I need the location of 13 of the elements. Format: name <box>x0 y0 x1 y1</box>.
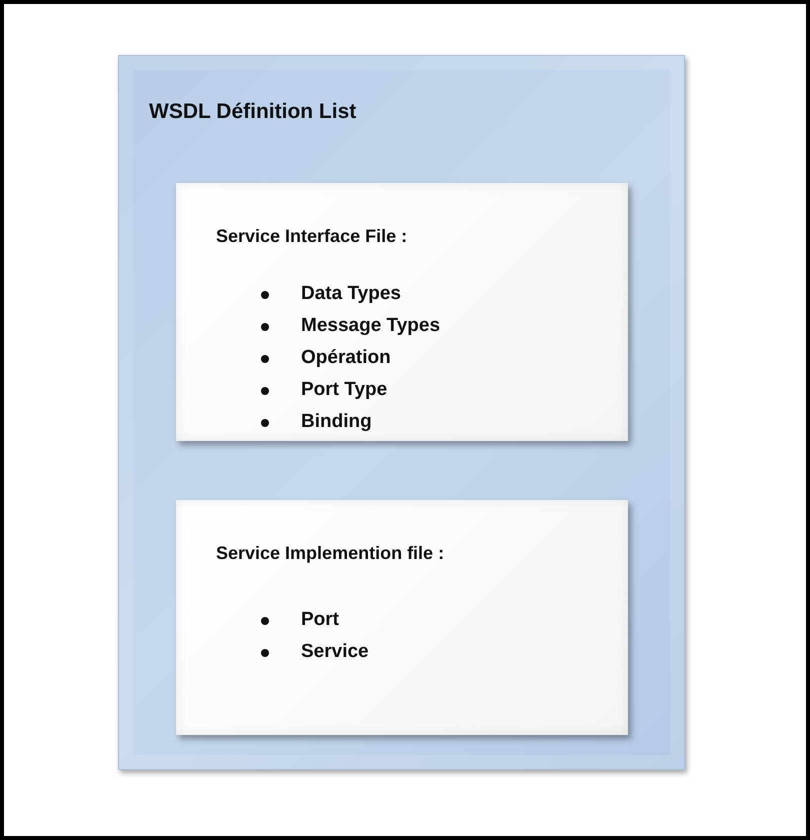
list-item: Service <box>301 641 369 663</box>
card-heading: Service Interface File : <box>216 226 408 247</box>
list-item: Data Types <box>301 283 401 305</box>
panel-background <box>118 55 685 770</box>
list-item: Opération <box>301 347 391 369</box>
panel-title: WSDL Définition List <box>149 100 356 124</box>
list-item: Message Types <box>301 315 440 337</box>
card-heading: Service Implemention file : <box>216 543 444 564</box>
list-item: Port <box>301 609 339 631</box>
content-card <box>176 183 628 441</box>
list-item: Port Type <box>301 379 388 401</box>
content-card <box>176 500 628 735</box>
list-item: Binding <box>301 411 372 433</box>
